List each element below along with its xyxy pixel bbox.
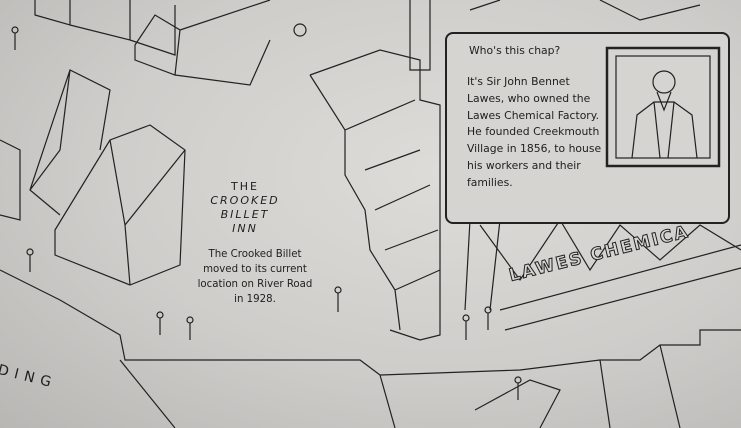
- inn-title-line: BILLET: [220, 208, 270, 221]
- river-wall: [0, 269, 741, 428]
- inn-description: The Crooked Billet moved to its current …: [197, 249, 313, 305]
- inn-title-line: INN: [232, 222, 258, 235]
- top-houses: [34, 0, 271, 86]
- callout-question: Who's this chap?: [469, 44, 561, 57]
- factory-steps: [309, 0, 441, 341]
- info-callout: Who's this chap? It's Sir John Bennet La…: [445, 32, 730, 224]
- factory-roofs: [464, 0, 741, 331]
- callout-body: It's Sir John Bennet Lawes, who owned th…: [467, 75, 602, 189]
- crooked-billet-building: [0, 69, 186, 286]
- inn-title-line: THE: [231, 180, 259, 193]
- portrait-frame-icon: [605, 46, 721, 168]
- inn-title: THE CROOKED BILLET INN: [205, 180, 285, 236]
- people: [11, 23, 522, 400]
- inn-title-line: CROOKED: [210, 194, 280, 207]
